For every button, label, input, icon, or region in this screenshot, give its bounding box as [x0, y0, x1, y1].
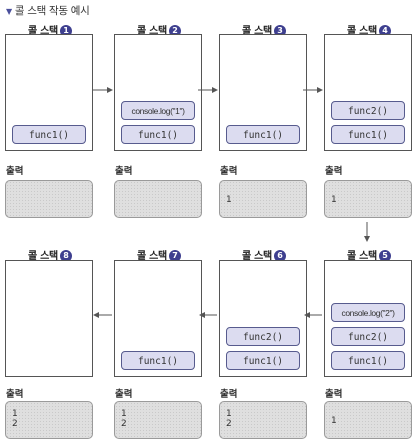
step-number-badge: 7 — [168, 250, 181, 262]
stack-frame: func1() — [331, 351, 405, 370]
stack-title-text: 콜 스택 — [347, 251, 377, 262]
call-stack-8 — [5, 260, 93, 377]
stack-title-text: 콜 스택 — [28, 26, 58, 37]
diagram-header: ▼콜 스택 작동 예시 — [6, 3, 90, 18]
call-stack-2: func1() console.log("1") — [114, 34, 202, 151]
output-label: 출력 — [6, 389, 24, 400]
stack-title-text: 콜 스택 — [137, 251, 167, 262]
output-label: 출력 — [325, 166, 343, 177]
step-number-badge: 5 — [378, 250, 391, 262]
output-box-7: 1 2 — [114, 401, 202, 439]
stack-title-text: 콜 스택 — [242, 26, 272, 37]
call-stack-6: func1() func2() — [219, 260, 307, 377]
stack-frame: console.log("2") — [331, 303, 405, 322]
stack-title-text: 콜 스택 — [347, 26, 377, 37]
stack-frame: func2() — [226, 327, 300, 346]
stack-frame: console.log("1") — [121, 101, 195, 120]
output-box-2 — [114, 180, 202, 218]
stack-frame: func1() — [12, 125, 86, 144]
stack-frame: func1() — [226, 125, 300, 144]
output-box-5: 1 — [324, 401, 412, 439]
output-box-6: 1 2 — [219, 401, 307, 439]
stack-frame: func1() — [331, 125, 405, 144]
output-box-3: 1 — [219, 180, 307, 218]
call-stack-4: func1() func2() — [324, 34, 412, 151]
output-label: 출력 — [325, 389, 343, 400]
output-box-1 — [5, 180, 93, 218]
stack-frame: func2() — [331, 327, 405, 346]
call-stack-1: func1() — [5, 34, 93, 151]
header-title: 콜 스택 작동 예시 — [14, 5, 90, 17]
stack-title-text: 콜 스택 — [28, 251, 58, 262]
output-label: 출력 — [115, 166, 133, 177]
output-label: 출력 — [220, 166, 238, 177]
stack-frame: func2() — [331, 101, 405, 120]
stack-frame: func1() — [226, 351, 300, 370]
call-stack-5: func1() func2() console.log("2") — [324, 260, 412, 377]
output-label: 출력 — [6, 166, 24, 177]
stack-frame: func1() — [121, 125, 195, 144]
output-label: 출력 — [115, 389, 133, 400]
stack-title-text: 콜 스택 — [242, 251, 272, 262]
step-number-badge: 8 — [59, 250, 72, 262]
output-box-4: 1 — [324, 180, 412, 218]
output-label: 출력 — [220, 389, 238, 400]
stack-title-text: 콜 스택 — [137, 26, 167, 37]
step-number-badge: 6 — [273, 250, 286, 262]
call-stack-7: func1() — [114, 260, 202, 377]
call-stack-3: func1() — [219, 34, 307, 151]
stack-frame: func1() — [121, 351, 195, 370]
output-box-8: 1 2 — [5, 401, 93, 439]
triangle-down-icon: ▼ — [6, 7, 12, 16]
